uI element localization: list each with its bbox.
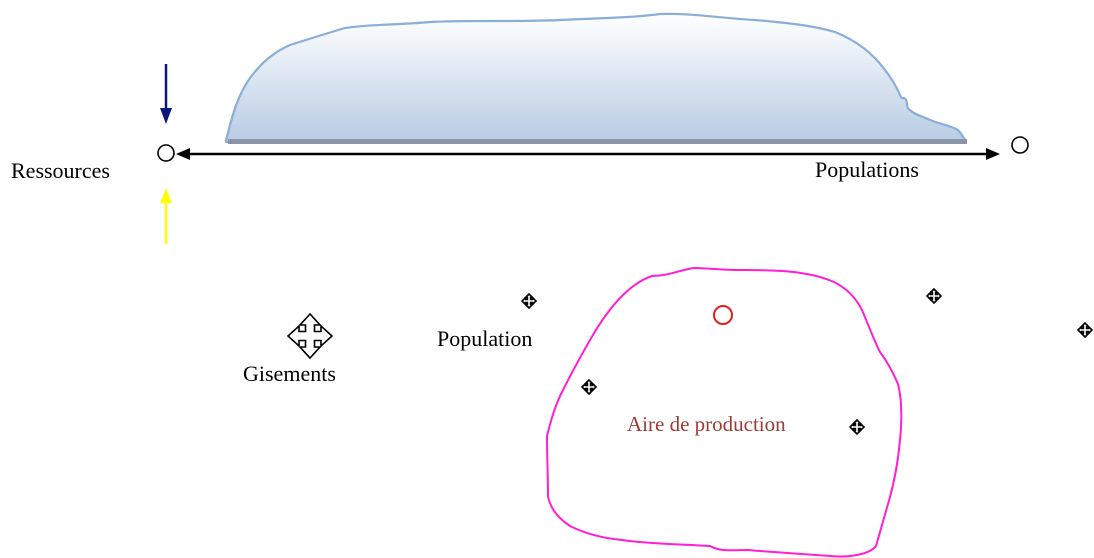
populations-endpoint-circle [1011, 136, 1029, 154]
arrow-down-icon [160, 108, 172, 124]
population-marker-icon [849, 419, 865, 435]
population-marker-icon [1077, 322, 1093, 338]
population-mound [224, 12, 968, 144]
gisements-label: Gisements [243, 361, 336, 386]
axis-arrowhead-left [176, 148, 190, 160]
aire-de-production-label: Aire de production [627, 412, 786, 436]
population-marker-icon [926, 288, 942, 304]
population-marker-icon [521, 293, 537, 309]
ressources-endpoint-circle [157, 144, 175, 162]
populations-label: Populations [815, 157, 919, 182]
production-area-outline [545, 266, 903, 558]
population-label: Population [437, 326, 533, 351]
production-center-circle [713, 305, 733, 325]
ressources-label: Ressources [11, 158, 110, 183]
gisements-move-icon [286, 312, 334, 360]
axis-arrowhead-right [986, 148, 1000, 160]
mound-base [228, 139, 967, 144]
population-marker-icon [581, 379, 597, 395]
arrow-up-icon [160, 188, 172, 203]
